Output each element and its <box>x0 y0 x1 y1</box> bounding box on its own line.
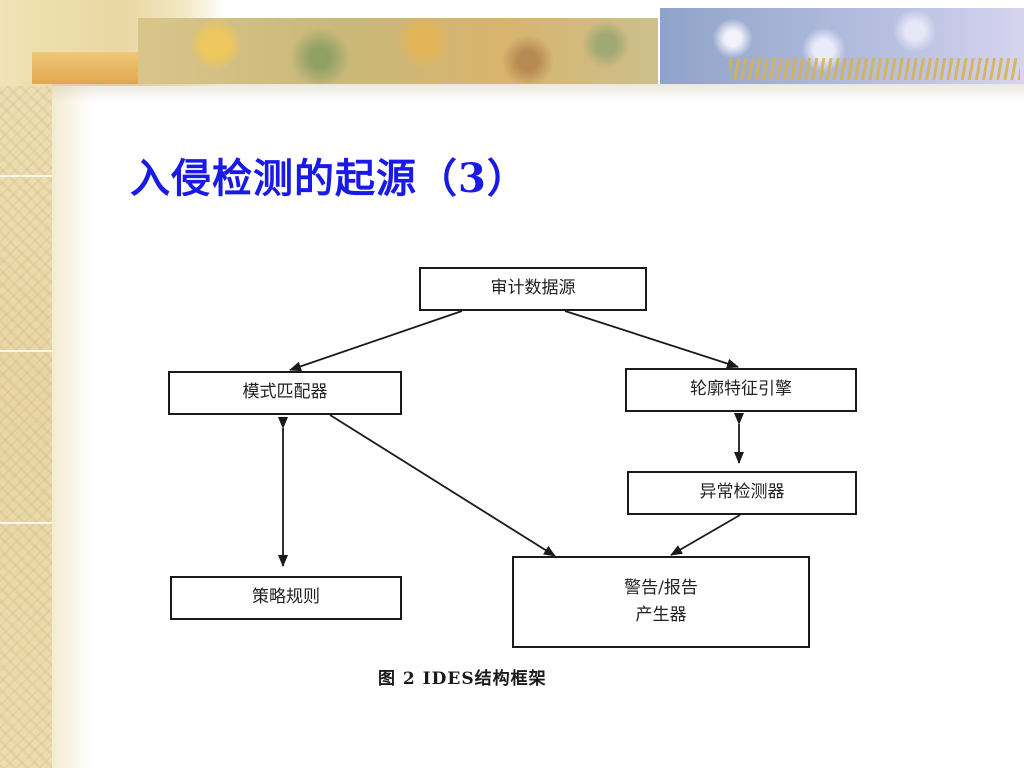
node-profile-engine: 轮廓特征引擎 <box>625 368 857 412</box>
node-label: 模式匹配器 <box>242 382 328 403</box>
edge-source-profile <box>564 310 739 369</box>
strip-seam <box>0 350 52 352</box>
node-label: 异常检测器 <box>699 482 785 503</box>
left-parchment-strip <box>0 0 52 768</box>
edge-pattern-alarm <box>329 414 556 557</box>
strip-seam <box>0 175 52 177</box>
left-fade <box>52 85 92 768</box>
banner-gold-bar <box>32 52 142 84</box>
edge-source-pattern <box>289 310 463 372</box>
node-label-line2: 产生器 <box>635 605 687 625</box>
diagram-caption: 图 2 IDES结构框架 <box>378 669 547 689</box>
node-label: 策略规则 <box>252 587 320 608</box>
node-audit-data-source: 审计数据源 <box>419 267 647 311</box>
node-label: 轮廓特征引擎 <box>690 379 792 400</box>
slide-title: 入侵检测的起源（3） <box>130 155 528 202</box>
node-alarm-report-generator: 警告/报告 产生器 <box>512 556 810 648</box>
banner-shadow <box>52 84 1024 102</box>
edge-anomaly-alarm <box>670 514 741 556</box>
node-anomaly-detector: 异常检测器 <box>627 471 857 515</box>
node-label-line1: 警告/报告 <box>624 577 698 598</box>
banner-leaves-image <box>138 18 658 84</box>
strip-seam <box>0 522 52 524</box>
node-label: 审计数据源 <box>490 278 576 299</box>
top-banner <box>0 0 1024 102</box>
node-policy-rules: 策略规则 <box>170 576 402 620</box>
node-pattern-matcher: 模式匹配器 <box>168 371 402 415</box>
banner-wheat-image <box>730 58 1020 80</box>
